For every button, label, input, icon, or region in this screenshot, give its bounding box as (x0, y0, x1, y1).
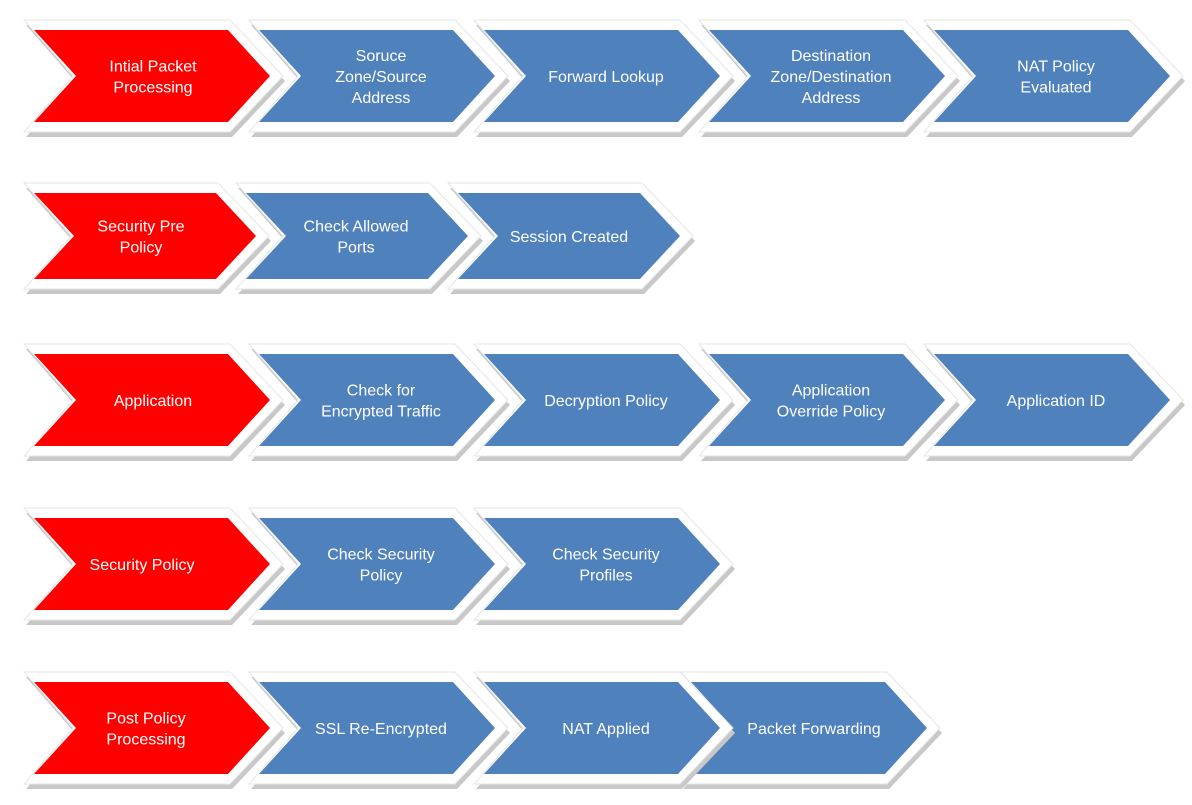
stage-chevron-shape (34, 682, 270, 774)
step-chevron-shape (259, 682, 495, 774)
step-chevron-shape (484, 354, 720, 446)
stage-chevron-label-line: Processing (113, 80, 192, 97)
step-chevron: SSL Re-Encrypted (247, 671, 510, 789)
step-chevron: Session Created (446, 182, 695, 294)
stage-chevron-label-line: Processing (106, 732, 185, 749)
stage-chevron-label-line: Security Pre (97, 219, 184, 236)
step-chevron-label-line: Check Security (552, 547, 660, 564)
step-chevron-shape (259, 354, 495, 446)
step-chevron-shape (246, 193, 468, 279)
step-chevron-label-line: Soruce (356, 48, 407, 65)
stage-chevron-label-line: Intial Packet (109, 59, 197, 76)
step-chevron-label-line: Policy (360, 568, 403, 585)
stage-chevron-label-line: Policy (120, 240, 163, 257)
step-chevron: NAT Applied (472, 671, 735, 789)
flow-row: Packet Forwarding NAT Applied SSL Re-Encry… (22, 671, 942, 789)
step-chevron-label-line: Profiles (579, 568, 632, 585)
step-chevron-label-line: Check for (347, 383, 416, 400)
stage-chevron: Application (22, 343, 285, 461)
step-chevron-shape (484, 518, 720, 610)
stage-chevron-label-line: Application (114, 393, 192, 410)
step-chevron-label-line: Decryption Policy (544, 393, 668, 410)
stage-chevron-shape (34, 193, 256, 279)
step-chevron: Application ID (922, 343, 1185, 461)
step-chevron-label-line: Forward Lookup (548, 69, 664, 86)
step-chevron-shape (709, 354, 945, 446)
step-chevron-shape (934, 354, 1170, 446)
stage-chevron: Security Policy (22, 507, 285, 625)
step-chevron-label-line: Session Created (510, 229, 628, 246)
flow-row: NAT PolicyEvaluatedDestinationZone/Desti… (22, 19, 1185, 137)
step-chevron-label-line: Address (352, 90, 411, 107)
step-chevron-label-line: Address (802, 90, 861, 107)
step-chevron-shape (259, 30, 495, 122)
step-chevron-shape (484, 30, 720, 122)
step-chevron: Forward Lookup (472, 19, 735, 137)
step-chevron-shape (691, 682, 927, 774)
step-chevron: Decryption Policy (472, 343, 735, 461)
step-chevron-label-line: Zone/Destination (771, 69, 892, 86)
step-chevron-shape (458, 193, 680, 279)
step-chevron-label-line: Evaluated (1020, 80, 1091, 97)
step-chevron: Packet Forwarding (679, 671, 942, 789)
stage-chevron-shape (34, 30, 270, 122)
step-chevron-label-line: Packet Forwarding (747, 721, 880, 738)
step-chevron-shape (709, 30, 945, 122)
step-chevron-label-line: Ports (337, 240, 374, 257)
stage-chevron-label-line: Post Policy (106, 711, 185, 728)
step-chevron-shape (484, 682, 720, 774)
step-chevron-label-line: Check Allowed (304, 219, 409, 236)
step-chevron-shape (934, 30, 1170, 122)
step-chevron-label-line: Application ID (1007, 393, 1106, 410)
step-chevron-label-line: NAT Applied (562, 721, 649, 738)
step-chevron-label-line: Check Security (327, 547, 435, 564)
step-chevron-label-line: SSL Re-Encrypted (315, 721, 447, 738)
stage-chevron-shape (34, 354, 270, 446)
step-chevron-label-line: NAT Policy (1017, 59, 1095, 76)
stage-chevron-shape (34, 518, 270, 610)
step-chevron-label-line: Application (792, 383, 870, 400)
step-chevron-shape (259, 518, 495, 610)
step-chevron-label-line: Encrypted Traffic (321, 404, 441, 421)
stage-chevron-label-line: Security Policy (90, 557, 195, 574)
step-chevron-label-line: Override Policy (777, 404, 885, 421)
step-chevron-label-line: Destination (791, 48, 871, 65)
step-chevron-label-line: Zone/Source (335, 69, 427, 86)
